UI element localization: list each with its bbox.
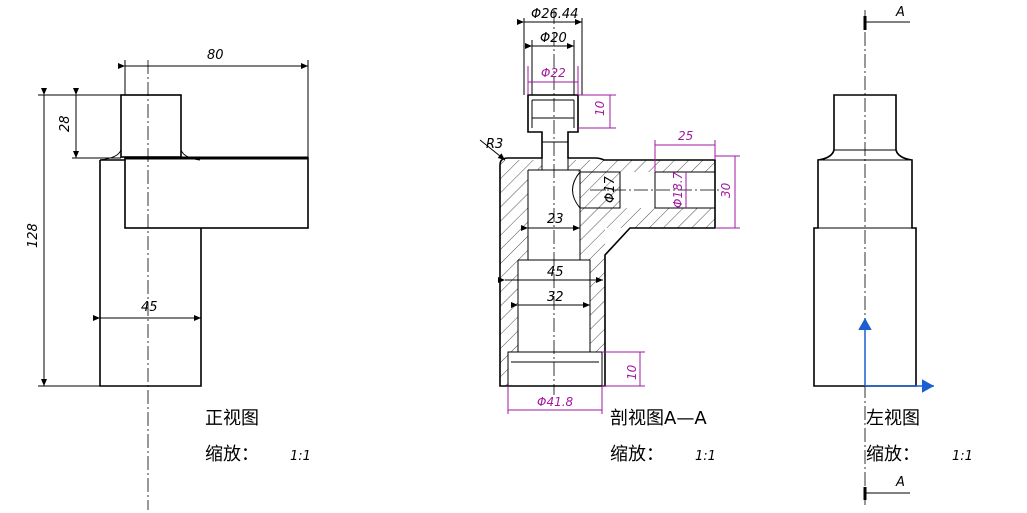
dim-10-top: 10 xyxy=(593,100,607,116)
section-view-title: 剖视图A—A xyxy=(610,408,707,429)
dim-30: 30 xyxy=(719,182,733,198)
dim-d17: Φ17 xyxy=(603,175,618,203)
dim-25: 25 xyxy=(678,129,693,143)
dim-45-section: 45 xyxy=(547,265,564,280)
front-scale-value: 1:1 xyxy=(290,449,311,464)
dim-d18-7: Φ18.7 xyxy=(671,171,685,208)
dim-23: 23 xyxy=(547,212,564,227)
dim-45-front: 45 xyxy=(141,300,158,315)
left-scale-label: 缩放： xyxy=(866,444,920,465)
dim-d26: Φ26.44 xyxy=(531,7,578,22)
left-scale-value: 1:1 xyxy=(952,449,973,464)
dim-d41-8: Φ41.8 xyxy=(537,395,574,409)
section-marker-bottom: A xyxy=(895,475,905,490)
front-scale-label: 缩放： xyxy=(205,444,259,465)
dim-d22: Φ22 xyxy=(541,66,566,80)
section-scale-label: 缩放： xyxy=(610,444,664,465)
dim-80: 80 xyxy=(207,48,224,63)
dim-r3: R3 xyxy=(486,137,503,152)
left-view-title: 左视图 xyxy=(866,408,920,429)
front-view-title: 正视图 xyxy=(205,408,259,429)
dim-28: 28 xyxy=(58,115,73,132)
front-top-boss xyxy=(120,94,182,158)
dim-10-bottom: 10 xyxy=(625,364,639,380)
front-flange xyxy=(124,157,309,229)
dim-128: 128 xyxy=(26,223,41,248)
left-view: A A 左视图 缩放： 1:1 xyxy=(813,5,973,505)
dim-d20: Φ20 xyxy=(540,31,567,46)
section-view: Φ26.44 Φ20 Φ22 10 R3 25 Φ17 Φ18.7 30 xyxy=(479,7,740,465)
section-marker-top: A xyxy=(895,5,905,20)
dim-32: 32 xyxy=(547,290,564,305)
section-scale-value: 1:1 xyxy=(695,449,716,464)
front-body xyxy=(99,159,202,387)
front-view: 80 28 128 45 正视图 缩放： 1:1 xyxy=(26,48,311,510)
